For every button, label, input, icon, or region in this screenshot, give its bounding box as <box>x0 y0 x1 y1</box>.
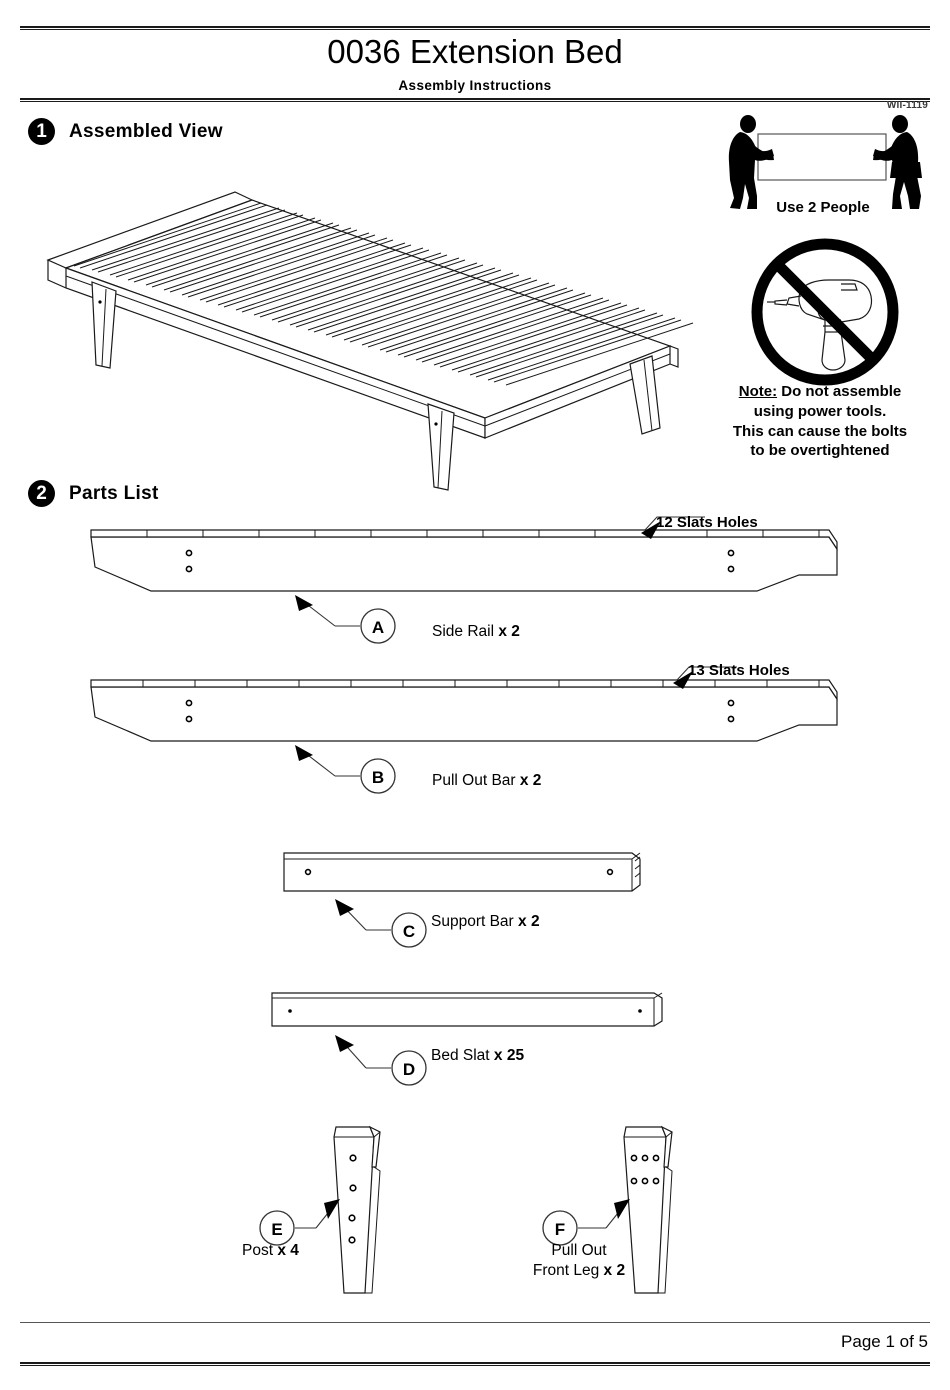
step-1-header: 1 Assembled View <box>28 118 223 145</box>
part-b-hint: 13 Slats Holes <box>688 662 790 679</box>
part-e-name: Post <box>242 1242 274 1259</box>
assembled-bed-illustration <box>30 150 710 491</box>
part-d-key: D <box>403 1060 415 1079</box>
part-b-qty: x 2 <box>519 772 542 789</box>
part-b-label: Pull Out Bar x 2 <box>432 771 541 791</box>
part-f-key: F <box>555 1220 565 1239</box>
step-2-header: 2 Parts List <box>28 480 159 507</box>
step-1-number: 1 <box>28 118 55 145</box>
part-f-name-line-2: Front Leg <box>532 1261 600 1279</box>
use-two-people-caption: Use 2 People <box>776 199 870 216</box>
part-c-block: C <box>280 845 700 948</box>
part-d-name: Bed Slat <box>431 1047 490 1064</box>
header-rule-bottom <box>20 98 930 102</box>
part-b-block: B <box>85 655 885 800</box>
power-tool-note: Note: Do not assemble using power tools.… <box>700 382 940 461</box>
footer-rule-top <box>20 1322 930 1323</box>
step-2-number: 2 <box>28 480 55 507</box>
part-c-qty: x 2 <box>518 913 540 930</box>
part-d-qty: x 25 <box>493 1047 525 1064</box>
part-f-block: F <box>528 1115 748 1315</box>
part-a-name: Side Rail <box>432 623 495 640</box>
page-title: 0036 Extension Bed <box>327 33 623 70</box>
part-c-name: Support Bar <box>431 913 514 930</box>
step-2-title: Parts List <box>69 482 159 504</box>
note-line-4: to be overtightened <box>750 442 890 460</box>
part-b-name: Pull Out Bar <box>432 772 516 789</box>
part-a-hint: 12 Slats Holes <box>656 514 758 531</box>
step-1-title: Assembled View <box>69 120 223 142</box>
part-f-qty: x 2 <box>603 1261 626 1279</box>
part-a-block: A <box>85 505 885 650</box>
part-a-key: A <box>372 618 384 637</box>
part-e-qty: x 4 <box>277 1242 299 1259</box>
part-c-key: C <box>403 922 415 941</box>
use-two-people-illustration: Use 2 People <box>716 110 930 218</box>
part-f-name-line-1: Pull Out <box>551 1242 607 1259</box>
part-e-block: E <box>248 1115 448 1315</box>
header-rule-top <box>20 26 930 30</box>
page-number: Page 1 of 5 <box>841 1332 928 1351</box>
person-right-silhouette <box>873 115 922 209</box>
person-left-silhouette <box>728 115 774 209</box>
part-d-block: D <box>268 985 688 1086</box>
note-line-2: using power tools. <box>753 402 887 420</box>
document-code: WII-1119 <box>886 100 928 111</box>
note-label: Note: <box>738 383 778 400</box>
part-a-label: Side Rail x 2 <box>432 622 520 642</box>
part-a-qty: x 2 <box>498 623 520 640</box>
part-b-key: B <box>372 768 384 787</box>
part-f-label: Pull Out Front Leg x 2 <box>524 1241 634 1281</box>
part-e-key: E <box>271 1220 282 1239</box>
part-c-label: Support Bar x 2 <box>431 912 540 932</box>
no-power-tools-icon <box>745 238 905 386</box>
note-line-1: Do not assemble <box>777 383 902 400</box>
part-e-label: Post x 4 <box>242 1241 299 1261</box>
page-subtitle: Assembly Instructions <box>398 78 552 93</box>
note-line-3: This can cause the bolts <box>732 422 908 440</box>
footer-rule-bottom <box>20 1362 930 1366</box>
part-d-label: Bed Slat x 25 <box>431 1046 524 1066</box>
